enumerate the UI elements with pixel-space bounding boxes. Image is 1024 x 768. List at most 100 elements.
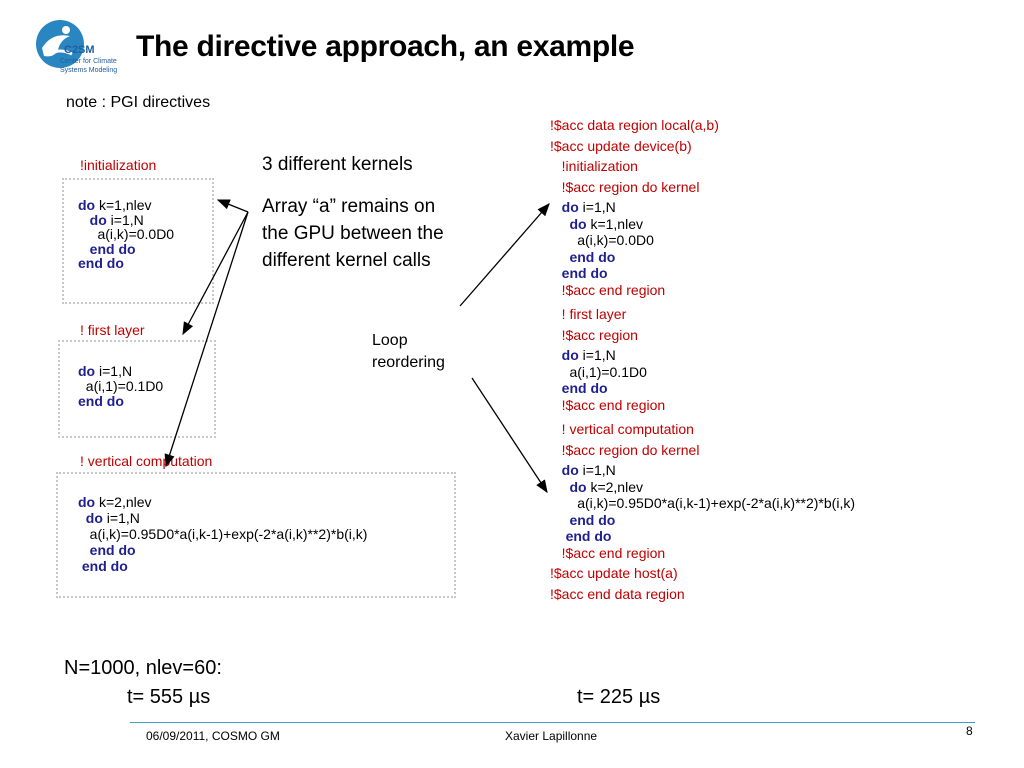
code-text: !$acc end region <box>561 544 666 561</box>
directive-line: !$acc data region local(a,b) <box>550 117 719 133</box>
vertical-comment: ! vertical computation <box>80 453 213 469</box>
code-line: a(i,k)=0.95D0*a(i,k-1)+exp(-2*a(i,k)**2)… <box>550 495 855 511</box>
code-keyword: end do <box>89 542 136 558</box>
footer-date: 06/09/2011, COSMO GM <box>146 729 280 743</box>
logo-mark: C2SM <box>64 44 95 56</box>
kernels-text: 3 different kernels <box>262 154 413 175</box>
code-line: do i=1,N <box>550 347 616 363</box>
code-text: i=1,N <box>578 199 616 215</box>
vertical-code-box <box>56 472 456 598</box>
code-text: i=1,N <box>106 211 144 228</box>
code-keyword: end do <box>89 240 136 257</box>
directive-line: !$acc end region <box>550 544 666 561</box>
code-line: a(i,1)=0.1D0 <box>78 379 163 394</box>
code-keyword: end do <box>565 528 612 544</box>
code-keyword: end do <box>561 265 608 281</box>
code-keyword: do <box>78 494 96 510</box>
code-keyword: do <box>89 211 107 228</box>
code-text: ! vertical computation <box>561 421 694 437</box>
params-text: N=1000, nlev=60: <box>64 657 222 679</box>
directive-line: !initialization <box>550 158 638 174</box>
arrow-to-init <box>216 199 249 213</box>
arrow-loop-up <box>459 203 550 307</box>
code-line: end do <box>550 512 615 528</box>
logo-line1: Center for Climate <box>60 58 117 65</box>
loop-text-line1: Loop <box>372 332 408 349</box>
array-text-line2: the GPU between the <box>262 223 444 244</box>
code-line: do i=1,N <box>550 199 616 215</box>
code-text: a(i,k)=0.95D0*a(i,k-1)+exp(-2*a(i,k)**2)… <box>89 526 368 542</box>
code-line: end do <box>78 240 174 257</box>
directive-line: ! vertical computation <box>550 421 694 437</box>
code-text: a(i,1)=0.1D0 <box>85 378 164 394</box>
page-title: The directive approach, an example <box>136 30 635 63</box>
code-line: end do <box>78 394 163 409</box>
first-layer-comment: ! first layer <box>80 322 145 338</box>
code-line: do k=1,nlev <box>550 216 643 232</box>
code-keyword: end do <box>78 393 124 409</box>
code-line: end do <box>78 542 367 558</box>
code-line: a(i,1)=0.1D0 <box>550 363 647 380</box>
directive-line: !$acc update host(a) <box>550 565 678 581</box>
code-line: a(i,k)=0.0D0 <box>550 232 654 248</box>
directive-line: !$acc region do kernel <box>550 441 700 458</box>
code-keyword: end do <box>569 511 616 528</box>
code-text: ! first layer <box>561 306 627 322</box>
loop-text-line2: reordering <box>372 354 445 371</box>
directive-line: !$acc region do kernel <box>550 179 700 195</box>
directive-line: ! first layer <box>550 306 627 322</box>
directive-line: !$acc end data region <box>550 586 685 602</box>
directive-line: !$acc region <box>550 327 638 343</box>
page-number: 8 <box>966 724 973 738</box>
array-text-line3: different kernel calls <box>262 250 431 271</box>
init-comment: !initialization <box>80 157 157 173</box>
code-keyword: do <box>569 215 587 232</box>
code-text: !$acc end data region <box>550 585 685 602</box>
code-keyword: end do <box>81 558 128 574</box>
code-line: a(i,k)=0.0D0 <box>78 227 174 242</box>
code-keyword: do <box>561 347 579 363</box>
code-text: !$acc update host(a) <box>550 565 678 581</box>
code-text: a(i,k)=0.0D0 <box>97 226 175 242</box>
code-keyword: end do <box>561 380 608 396</box>
code-text: k=1,nlev <box>586 215 643 232</box>
logo-line2: Systems Modeling <box>60 67 118 74</box>
array-text-line1: Array “a” remains on <box>262 196 436 217</box>
init-code: do k=1,nlev do i=1,N a(i,k)=0.0D0 end do… <box>78 198 174 271</box>
code-text: !$acc update device(b) <box>550 137 692 154</box>
code-line: do i=1,N <box>78 364 163 379</box>
code-text: !$acc data region local(a,b) <box>550 117 719 133</box>
directive-line: !$acc end region <box>550 282 666 298</box>
vertical-code: do k=2,nlev do i=1,N a(i,k)=0.95D0*a(i,k… <box>78 494 367 574</box>
code-line: do i=1,N <box>550 462 616 478</box>
code-line: end do <box>78 256 174 271</box>
code-line: do k=2,nlev <box>550 479 643 495</box>
code-line: end do <box>78 558 367 574</box>
code-text: a(i,k)=0.95D0*a(i,k-1)+exp(-2*a(i,k)**2)… <box>577 495 855 511</box>
code-text: k=1,nlev <box>95 197 152 213</box>
code-text: a(i,1)=0.1D0 <box>569 363 647 380</box>
note-text: note : PGI directives <box>66 94 211 111</box>
code-text: !$acc region do kernel <box>561 441 700 458</box>
code-line: end do <box>550 249 615 265</box>
directive-line: !$acc end region <box>550 397 666 413</box>
footer-author: Xavier Lapillonne <box>505 729 598 743</box>
code-text: i=1,N <box>102 510 140 526</box>
code-keyword: end do <box>78 255 124 271</box>
code-keyword: do <box>569 478 587 495</box>
code-text: i=1,N <box>578 347 616 363</box>
code-keyword: end do <box>569 248 616 265</box>
code-text: i=1,N <box>95 363 133 379</box>
code-text: i=1,N <box>578 462 616 478</box>
directive-line: !$acc update device(b) <box>550 138 692 154</box>
code-line: a(i,k)=0.95D0*a(i,k-1)+exp(-2*a(i,k)**2)… <box>78 526 368 542</box>
code-text: a(i,k)=0.0D0 <box>577 232 654 248</box>
time-right: t= 225 µs <box>577 686 661 708</box>
code-keyword: do <box>78 363 96 379</box>
code-keyword: do <box>561 462 579 478</box>
c2sm-logo: C2SM Center for Climate Systems Modeling <box>30 14 122 80</box>
footer-divider <box>130 722 975 723</box>
code-line: do k=2,nlev <box>78 494 367 510</box>
code-keyword: do <box>78 197 96 213</box>
